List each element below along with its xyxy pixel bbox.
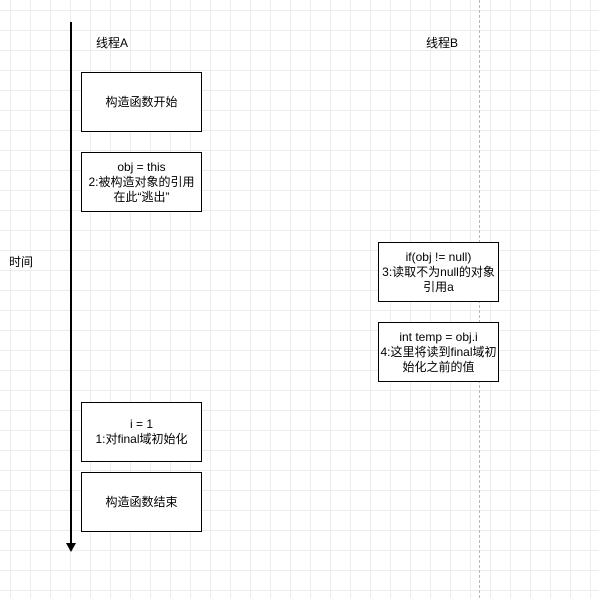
thread-b-title: 线程B (426, 36, 459, 50)
time-label: 时间 (9, 255, 34, 269)
step-text: i = 1 (129, 417, 153, 431)
thread-a-step-constructor-end: 构造函数结束 (81, 472, 202, 532)
step-text: 2:被构造对象的引用 (88, 174, 195, 189)
thread-a-step-obj-escape: obj = this 2:被构造对象的引用 在此“逃出” (81, 152, 202, 212)
thread-b-step-null-check: if(obj != null) 3:读取不为null的对象 引用a (378, 242, 499, 302)
step-text: 3:读取不为null的对象 (382, 264, 495, 279)
step-text: 引用a (423, 279, 454, 294)
step-text: 在此“逃出” (113, 189, 170, 204)
thread-a-step-final-init: i = 1 1:对final域初始化 (81, 402, 202, 462)
step-text: 构造函数结束 (105, 494, 178, 509)
step-text: 1:对final域初始化 (95, 432, 188, 446)
step-text: int temp = obj.i (399, 329, 478, 344)
thread-a-step-constructor-start: 构造函数开始 (81, 72, 202, 132)
timeline-arrow-icon (66, 543, 76, 552)
step-text: 构造函数开始 (105, 94, 178, 109)
step-text: 始化之前的值 (402, 359, 475, 374)
thread-a-title: 线程A (96, 36, 129, 50)
step-text: if(obj != null) (405, 249, 472, 264)
step-text: 4:这里将读到final域初 (380, 344, 497, 359)
thread-b-step-read-final: int temp = obj.i 4:这里将读到final域初 始化之前的值 (378, 322, 499, 382)
step-text: obj = this (117, 159, 166, 174)
timeline-axis (70, 22, 72, 544)
